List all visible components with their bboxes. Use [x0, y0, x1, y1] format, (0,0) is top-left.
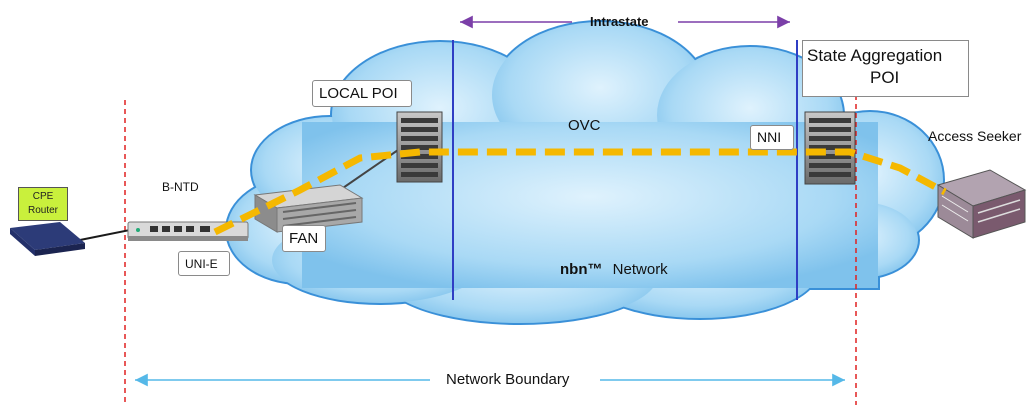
- state-aggregation-poi-line1: State Aggregation: [807, 46, 943, 65]
- cpe-router-label: CPE Router: [18, 187, 68, 221]
- network-word: Network: [612, 261, 668, 278]
- local-poi-label: LOCAL POI: [312, 80, 412, 107]
- fan-label: FAN: [282, 225, 326, 252]
- b-ntd-device: [127, 221, 249, 241]
- access-seeker-device: [936, 169, 1027, 239]
- local-poi-chassis: [396, 111, 443, 183]
- state-aggregation-poi-line2: POI: [870, 68, 900, 87]
- uni-e-label: UNI-E: [178, 251, 230, 276]
- network-boundary-label: Network Boundary: [446, 371, 570, 388]
- nbn-network-label: nbn™ Network: [560, 261, 668, 278]
- cpe-cable: [79, 229, 131, 241]
- b-ntd-label: B-NTD: [162, 180, 199, 194]
- state-aggregation-poi-chassis: [804, 111, 856, 185]
- intrastate-label: Intrastate: [590, 14, 649, 29]
- cpe-router-device: [10, 222, 85, 256]
- nbn-brand: nbn™: [560, 261, 603, 278]
- ovc-service-path: [213, 148, 947, 236]
- state-aggregation-poi-label: State Aggregation POI: [802, 40, 969, 97]
- nni-label: NNI: [750, 125, 794, 150]
- cpe-router-line2: Router: [27, 205, 58, 216]
- ovc-label: OVC: [568, 117, 601, 134]
- cpe-router-line1: CPE: [32, 191, 54, 202]
- access-seeker-label: Access Seeker: [928, 128, 1022, 144]
